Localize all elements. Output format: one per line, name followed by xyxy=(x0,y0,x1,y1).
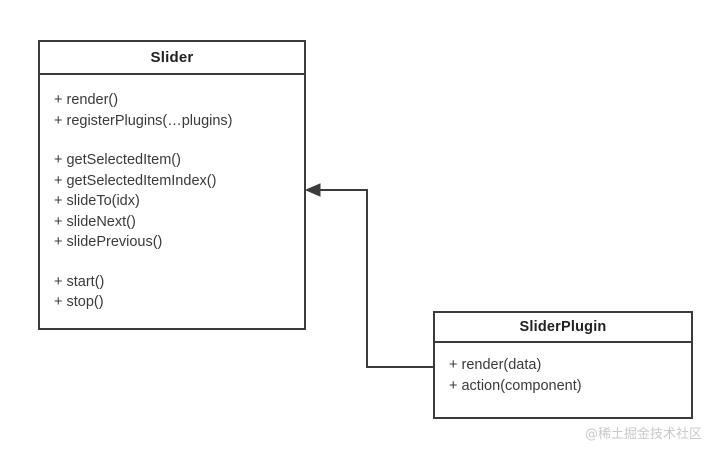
class-member: + registerPlugins(…plugins) xyxy=(54,112,233,129)
member-group: + start() + stop() xyxy=(54,272,304,313)
watermark: @稀土掘金技术社区 xyxy=(584,427,702,442)
member-group: + getSelectedItem() + getSelectedItemInd… xyxy=(54,150,304,253)
class-member: + action(component) xyxy=(449,377,582,394)
class-member: + slidePrevious() xyxy=(54,234,163,250)
class-members-slider: + render() + registerPlugins(…plugins) +… xyxy=(40,75,304,313)
class-name-slider: Slider xyxy=(150,49,194,66)
connector-path xyxy=(316,189,433,368)
member-group: + render() + registerPlugins(…plugins) xyxy=(54,90,304,131)
class-member: + slideTo(idx) xyxy=(54,193,140,209)
class-member: + getSelectedItemIndex() xyxy=(54,172,217,189)
class-title-bar-slider: Slider xyxy=(40,42,304,75)
class-title-bar-sliderplugin: SliderPlugin xyxy=(435,313,691,343)
class-member: + render(data) xyxy=(449,357,542,373)
class-member: + start() xyxy=(54,273,105,290)
class-box-slider[interactable]: Slider + render() + registerPlugins(…plu… xyxy=(38,40,306,330)
class-member: + stop() xyxy=(54,294,104,310)
member-group-spacer xyxy=(54,131,304,150)
class-members-sliderplugin: + render(data) + action(component) xyxy=(435,343,691,396)
class-member: + render() xyxy=(54,92,119,108)
class-name-sliderplugin: SliderPlugin xyxy=(519,319,607,335)
class-box-sliderplugin[interactable]: SliderPlugin + render(data) + action(com… xyxy=(433,311,693,419)
member-group: + render(data) + action(component) xyxy=(449,355,691,396)
member-group-spacer xyxy=(54,253,304,272)
class-member: + getSelectedItem() xyxy=(54,152,181,168)
arrowhead-icon xyxy=(304,183,321,197)
class-member: + slideNext() xyxy=(54,213,136,230)
